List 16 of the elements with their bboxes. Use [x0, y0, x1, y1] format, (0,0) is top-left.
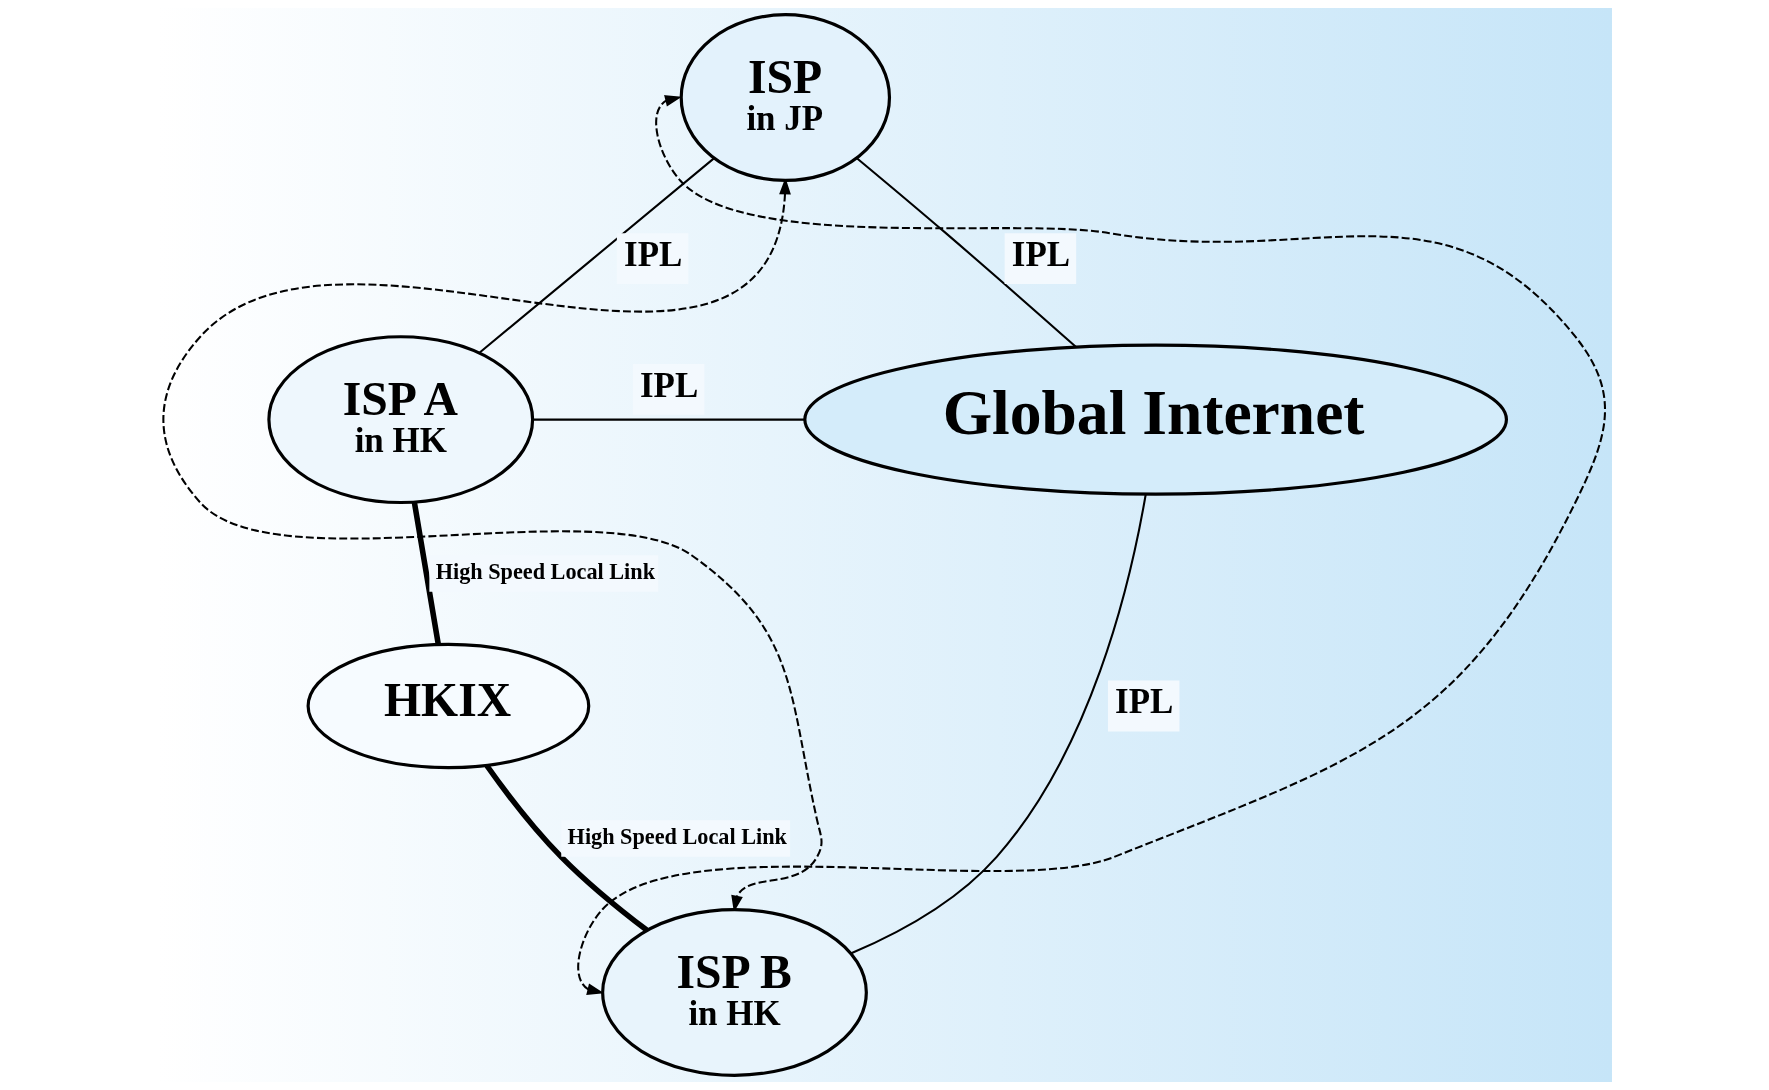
- node-ellipse: ISP A in HK: [267, 335, 535, 505]
- connector: [850, 493, 1147, 955]
- edge-label: IPL: [624, 234, 683, 274]
- edge-label: IPL: [1115, 682, 1174, 722]
- edge-label: High Speed Local Link: [435, 558, 656, 584]
- connector: [411, 501, 441, 645]
- node-ellipse: ISP B in HK: [601, 907, 868, 1077]
- connector: [479, 157, 715, 354]
- edge-label: High Speed Local Link: [567, 823, 787, 849]
- node-ellipse: HKIX: [306, 642, 591, 770]
- node-ellipse: ISP in JP: [679, 13, 892, 183]
- arrow: [577, 95, 1606, 995]
- edge-label: IPL: [1011, 234, 1071, 274]
- connector: [484, 764, 649, 933]
- node-ellipse: Global Internet: [803, 343, 1508, 496]
- edge-label: IPL: [640, 365, 699, 405]
